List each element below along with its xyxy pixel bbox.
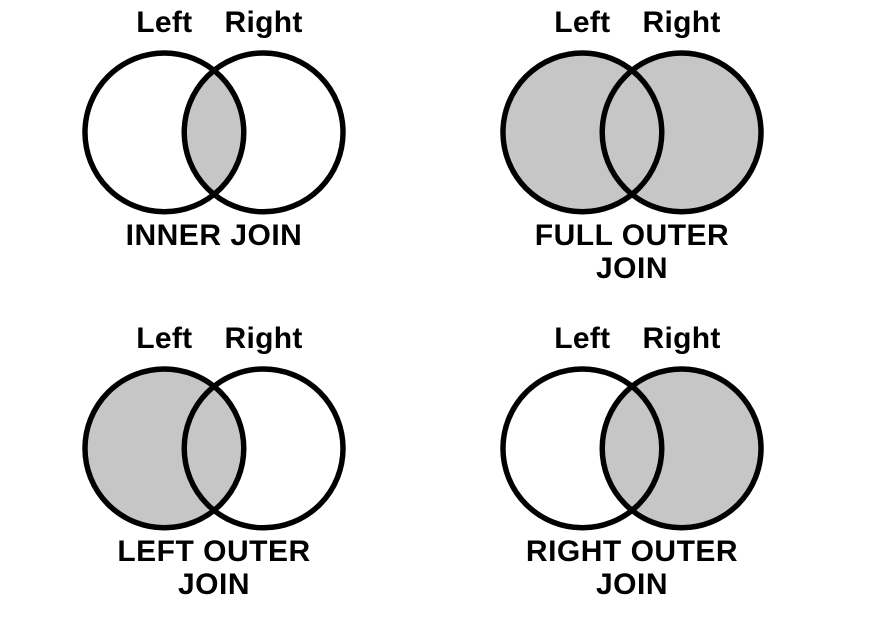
left-circle-label: Left xyxy=(554,322,611,355)
right-circle-label: Right xyxy=(224,6,303,39)
venn-diagram xyxy=(82,366,346,531)
venn-diagram xyxy=(500,50,764,215)
join-type-caption: INNER JOIN xyxy=(125,218,303,252)
circle-labels-row: Left Right xyxy=(82,318,346,360)
circle-labels-row: Left Right xyxy=(500,2,764,44)
right-circle-outline xyxy=(181,366,346,531)
venn-panel-inner-join: Left Right INNER JOIN xyxy=(82,2,346,252)
right-circle-outline xyxy=(599,366,764,531)
join-type-caption: RIGHT OUTER JOIN xyxy=(525,534,739,601)
intersection-region xyxy=(184,52,244,212)
join-type-caption: LEFT OUTER JOIN xyxy=(117,534,311,601)
right-circle-label: Right xyxy=(642,322,721,355)
left-circle-outline xyxy=(82,366,247,531)
join-type-caption: FULL OUTER JOIN xyxy=(534,218,730,285)
venn-panel-full-outer-join: Left Right FULL OUTER JOIN xyxy=(500,2,764,285)
venn-diagram xyxy=(82,50,346,215)
right-circle-outline xyxy=(599,50,764,215)
right-circle-label: Right xyxy=(224,322,303,355)
left-circle-outline xyxy=(500,50,665,215)
left-circle-region xyxy=(84,368,244,528)
left-circle-outline xyxy=(500,366,665,531)
left-circle-label: Left xyxy=(136,322,193,355)
right-circle-region xyxy=(602,52,762,212)
venn-diagram xyxy=(500,366,764,531)
right-circle-outline xyxy=(181,50,346,215)
left-circle-label: Left xyxy=(136,6,193,39)
venn-panel-right-outer-join: Left Right RIGHT OUTER JOIN xyxy=(500,318,764,601)
circle-labels-row: Left Right xyxy=(82,2,346,44)
right-circle-label: Right xyxy=(642,6,721,39)
circle-labels-row: Left Right xyxy=(500,318,764,360)
left-circle-outline xyxy=(82,50,247,215)
left-circle-label: Left xyxy=(554,6,611,39)
right-circle-region xyxy=(602,368,762,528)
venn-panel-left-outer-join: Left Right LEFT OUTER JOIN xyxy=(82,318,346,601)
